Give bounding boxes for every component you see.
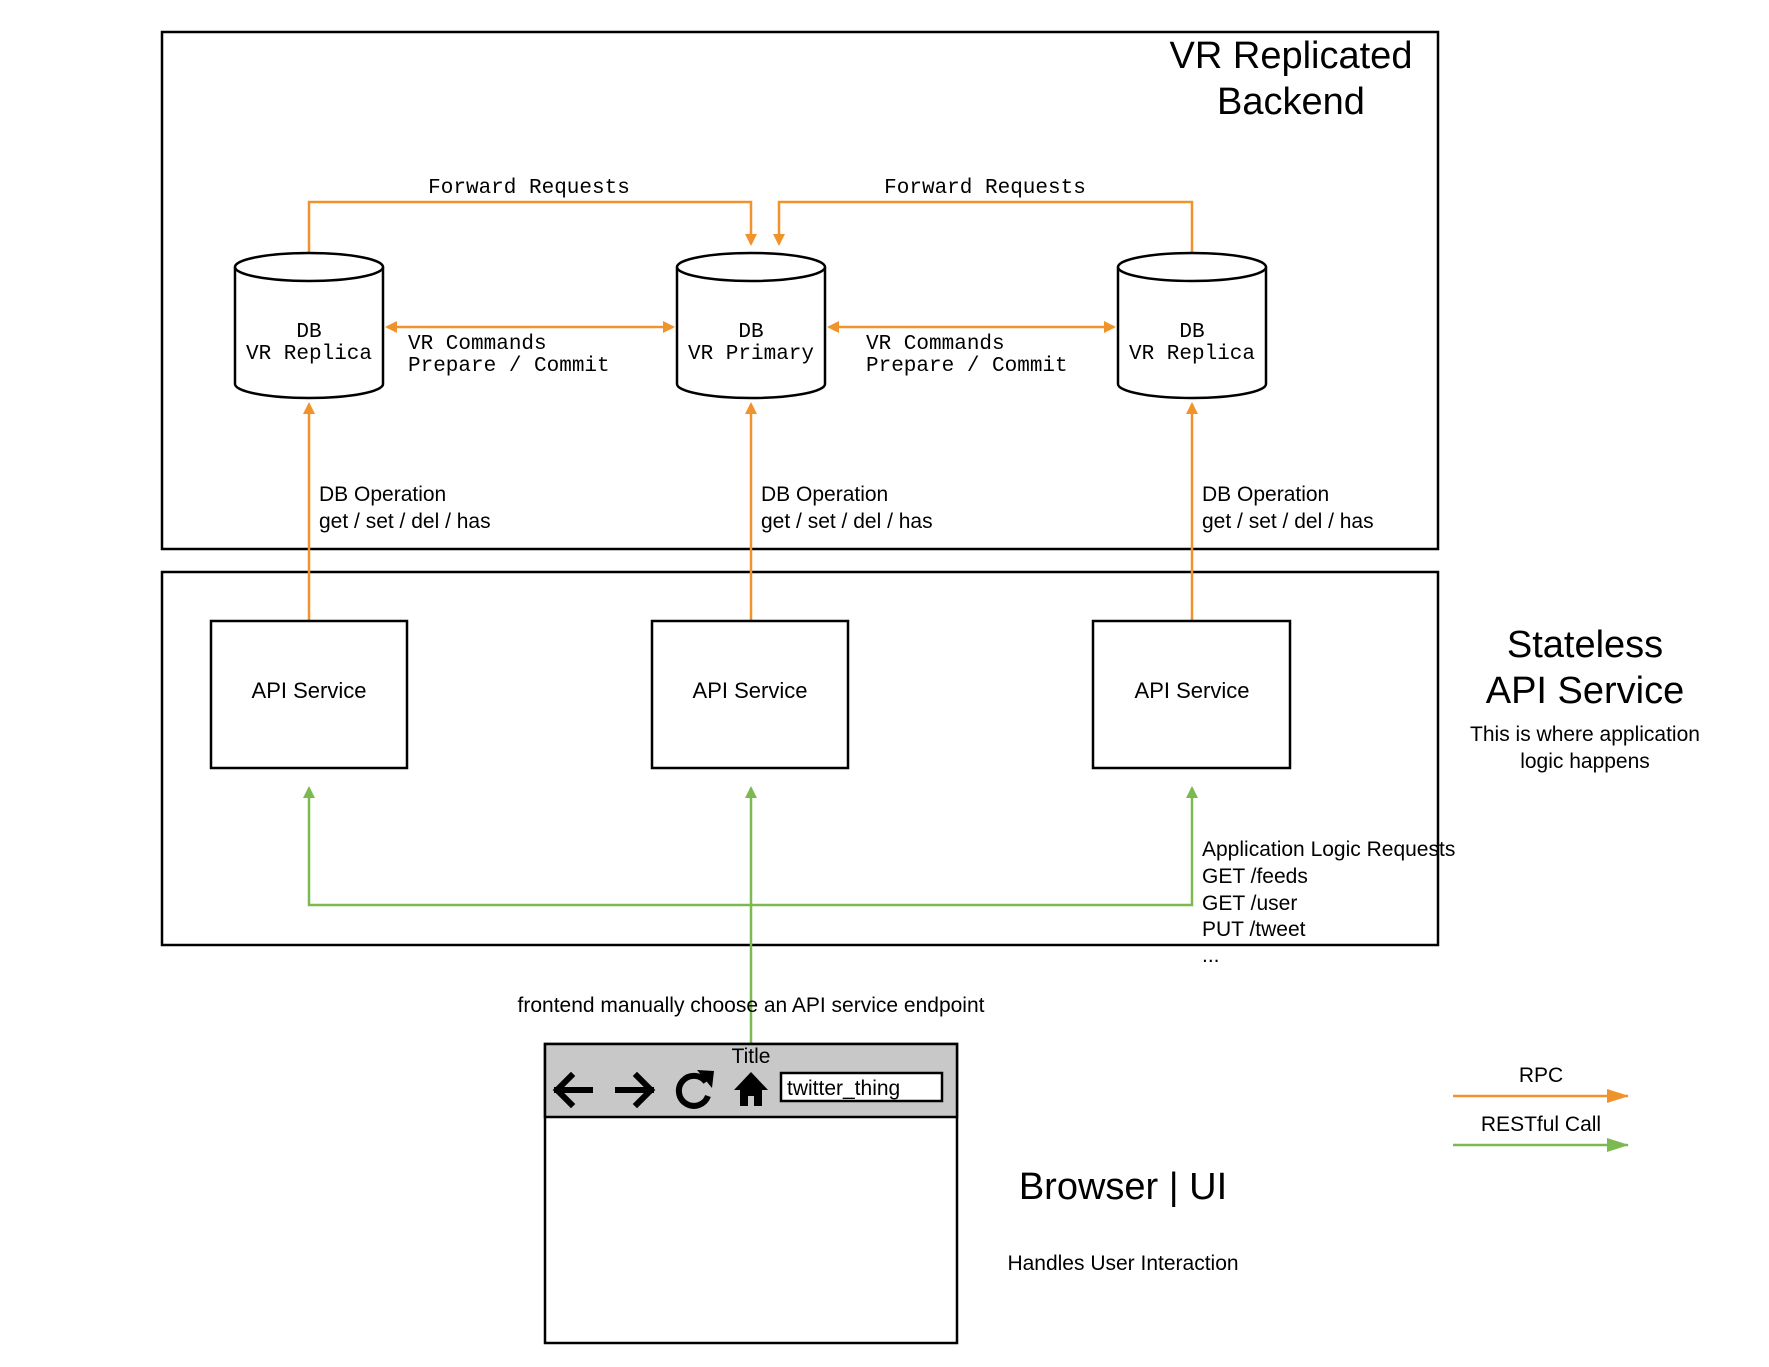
browser-window-title: Title bbox=[732, 1045, 771, 1068]
api-service-box-center bbox=[650, 619, 850, 770]
legend-rest-label: RESTful Call bbox=[1481, 1113, 1601, 1136]
requests-label-line-5: ... bbox=[1202, 944, 1220, 967]
db-replica-left: DB VR Replica bbox=[233, 251, 385, 400]
forward-arrow-icon[interactable] bbox=[615, 1071, 656, 1109]
url-field[interactable] bbox=[779, 1071, 944, 1103]
db-operation-label-left-1: DB Operation bbox=[319, 483, 446, 506]
requests-label-line-1: Application Logic Requests bbox=[1202, 838, 1455, 861]
requests-label-line-2: GET /feeds bbox=[1202, 865, 1308, 888]
url-field-value: twitter_thing bbox=[787, 1077, 900, 1100]
backend-frame bbox=[160, 30, 1440, 551]
legend: RPC RESTful Call bbox=[1453, 1064, 1629, 1152]
api-service-label-left: API Service bbox=[252, 678, 367, 703]
db-operation-label-right-1: DB Operation bbox=[1202, 483, 1329, 506]
vr-commands-label-right-2: Prepare / Commit bbox=[866, 355, 1068, 378]
db-label-line-2: VR Replica bbox=[1129, 343, 1255, 366]
vr-commands-label-left-2: Prepare / Commit bbox=[408, 355, 610, 378]
forward-label-right: Forward Requests bbox=[884, 177, 1086, 200]
backend-title-line-2: Backend bbox=[1217, 81, 1365, 123]
db-label-line-2: VR Primary bbox=[688, 343, 814, 366]
api-title-line-1: Stateless bbox=[1507, 624, 1663, 666]
legend-rpc-label: RPC bbox=[1519, 1064, 1563, 1087]
api-service-box-right bbox=[1091, 619, 1292, 770]
forward-label-left: Forward Requests bbox=[428, 177, 630, 200]
forward-arrow-left bbox=[307, 200, 757, 252]
db-label-line-1: DB bbox=[1179, 321, 1204, 344]
backend-title-line-1: VR Replicated bbox=[1170, 35, 1413, 77]
db-operation-label-center-1: DB Operation bbox=[761, 483, 888, 506]
requests-label-line-3: GET /user bbox=[1202, 892, 1297, 915]
home-icon[interactable] bbox=[734, 1072, 768, 1106]
api-subtitle-line-1: This is where application bbox=[1470, 723, 1700, 746]
api-service-box-left bbox=[209, 619, 409, 770]
db-label-line-1: DB bbox=[296, 321, 321, 344]
api-title-line-2: API Service bbox=[1486, 670, 1685, 712]
vr-commands-label-right-1: VR Commands bbox=[866, 333, 1005, 356]
frontend-note: frontend manually choose an API service … bbox=[518, 994, 985, 1017]
api-service-label-center: API Service bbox=[693, 678, 808, 703]
refresh-icon[interactable] bbox=[675, 1070, 714, 1109]
browser-title: Browser | UI bbox=[1019, 1166, 1227, 1208]
api-frame bbox=[160, 570, 1440, 947]
browser-subtitle: Handles User Interaction bbox=[1007, 1252, 1238, 1275]
db-primary: DB VR Primary bbox=[675, 251, 827, 400]
db-operation-label-right-2: get / set / del / has bbox=[1202, 510, 1374, 533]
requests-label-line-4: PUT /tweet bbox=[1202, 918, 1306, 941]
db-operation-label-left-2: get / set / del / has bbox=[319, 510, 491, 533]
vr-commands-label-left-1: VR Commands bbox=[408, 333, 547, 356]
db-label-line-2: VR Replica bbox=[246, 343, 372, 366]
db-replica-right: DB VR Replica bbox=[1116, 251, 1268, 400]
browser-window: Title twitter_thing bbox=[543, 1042, 959, 1345]
forward-arrow-right bbox=[773, 200, 1194, 252]
db-operation-label-center-2: get / set / del / has bbox=[761, 510, 933, 533]
api-subtitle-line-2: logic happens bbox=[1520, 750, 1650, 773]
back-arrow-icon[interactable] bbox=[552, 1071, 593, 1109]
db-label-line-1: DB bbox=[738, 321, 763, 344]
api-service-label-right: API Service bbox=[1135, 678, 1250, 703]
